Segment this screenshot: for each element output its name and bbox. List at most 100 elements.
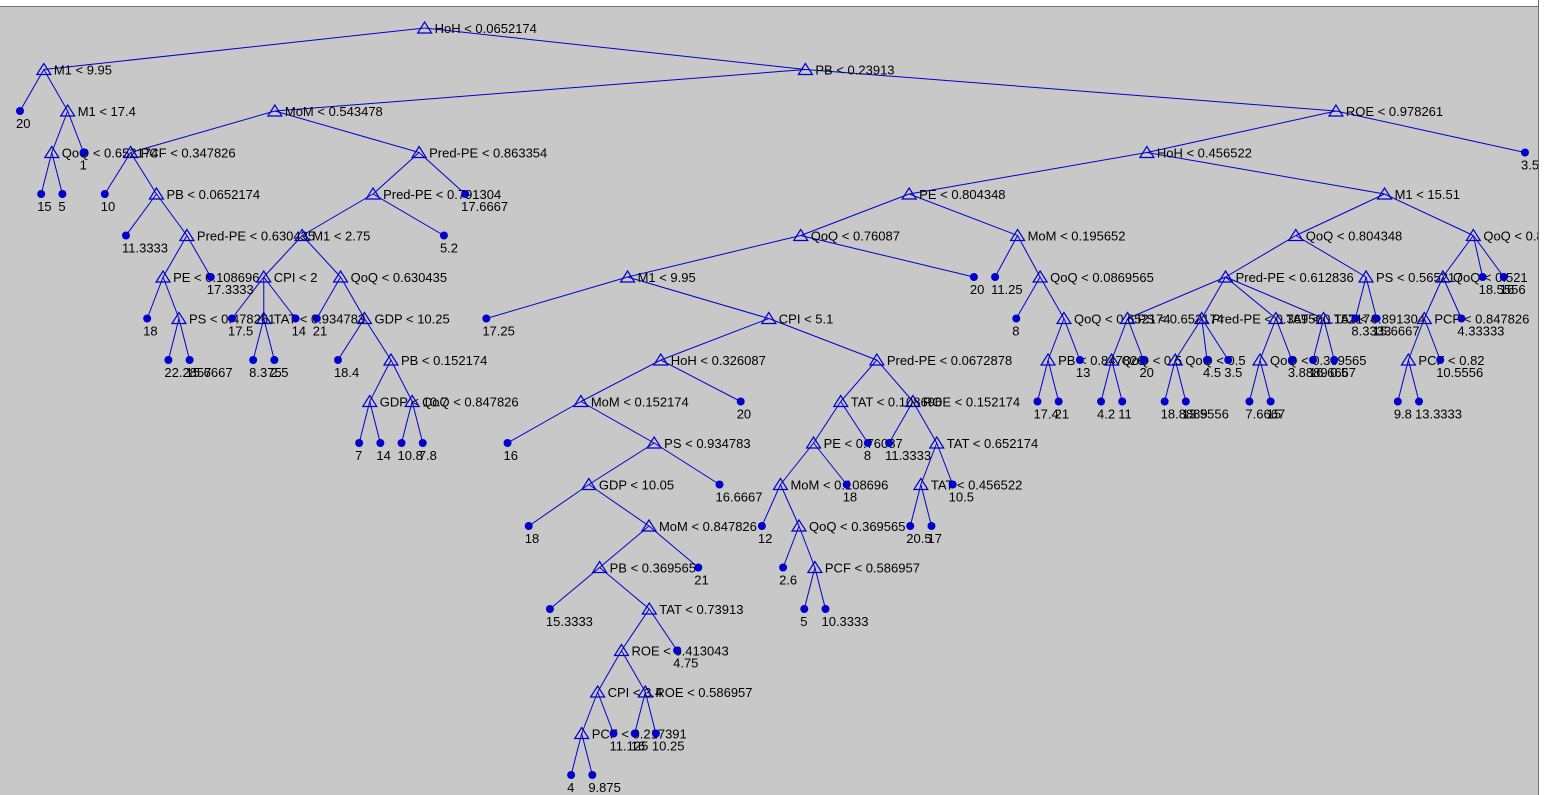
tree-edges (19, 27, 1526, 776)
leaf-value-label: 16 (504, 448, 518, 463)
triangle-split-icon (904, 394, 922, 408)
leaf-value-label: 18.4 (334, 365, 359, 380)
split-rule-label: Pred-PE < 0.36956 (1212, 312, 1323, 327)
dot-leaf-icon (1372, 314, 1381, 323)
tree-edge (920, 442, 938, 485)
dot-leaf-icon (885, 439, 894, 447)
tree-edge (660, 318, 769, 361)
tree-edge (252, 318, 265, 361)
leaf-value-label: 18 (843, 490, 857, 505)
triangle-split-icon (928, 435, 945, 449)
triangle-split-icon (1055, 311, 1073, 325)
split-rule-label: MoM < 0.108696 (790, 478, 888, 493)
triangle-split-icon (832, 394, 849, 408)
tree-edge (1312, 318, 1325, 361)
dot-leaf-icon (588, 771, 597, 779)
tree-edge (813, 401, 842, 444)
leaf-value-label: 8 (1012, 324, 1019, 339)
tree-edge (1174, 359, 1187, 402)
triangle-split-icon (652, 352, 669, 366)
split-rule-label: M1 < 15.51 (1395, 187, 1460, 202)
window-top-border (0, 0, 1545, 7)
triangle-split-icon (59, 103, 76, 117)
tree-edge (805, 69, 1336, 112)
leaf-value-label: 18.5556 (1479, 282, 1526, 297)
leaf-value-label: 3.5 (1521, 158, 1539, 173)
triangle-split-icon (806, 560, 823, 574)
tree-edge (316, 276, 342, 319)
triangle-split-icon (356, 311, 373, 325)
tree-edge (840, 359, 878, 402)
split-rule-label: CPI < 5.1 (779, 312, 834, 327)
triangle-split-icon (901, 186, 918, 200)
tree-edge (814, 567, 826, 610)
split-rule-label: PB < 0.23913 (815, 63, 894, 78)
tree-edge (372, 193, 445, 236)
tree-edge (486, 276, 628, 319)
tree-edge (1354, 276, 1367, 319)
tree-edge (768, 318, 878, 361)
split-rule-label: TAT < 0.652174 (947, 436, 1038, 451)
leaf-value-label: 15.6667 (186, 365, 233, 380)
leaf-value-label: 15 (1267, 407, 1281, 422)
tree-edge (653, 442, 720, 485)
tree-edge (627, 235, 801, 278)
tree-edge (936, 442, 954, 485)
leaf-value-label: 10.3333 (821, 614, 868, 629)
tree-edge (1295, 193, 1385, 236)
tree-edge (125, 193, 157, 236)
split-rule-label: PB < 0.152174 (401, 353, 487, 368)
tree-edge (130, 110, 276, 153)
tree-edge (621, 608, 650, 651)
split-rule-label: CPI < 2 (274, 270, 318, 285)
dot-leaf-icon (1287, 356, 1296, 364)
dot-leaf-icon (1499, 273, 1508, 281)
dot-leaf-icon (482, 314, 491, 323)
dot-leaf-icon (906, 522, 915, 530)
tree-edge (130, 152, 157, 195)
tree-edge (1472, 235, 1484, 278)
tree-edge (162, 235, 188, 278)
split-rule-label: Pred-PE < 0.0672878 (887, 353, 1012, 368)
dot-leaf-icon (545, 605, 554, 613)
leaf-value-label: 18.8889 (1161, 407, 1208, 422)
leaf-value-label: 21 (1055, 407, 1069, 422)
split-rule-label: M1 < 9.95 (54, 63, 112, 78)
dot-leaf-icon (1054, 397, 1063, 406)
tree-edge (358, 401, 371, 444)
dot-leaf-icon (1266, 397, 1275, 406)
tree-edge (1047, 318, 1065, 361)
tree-edge (597, 691, 614, 734)
split-rule-label: HoH < 0.0652174 (435, 21, 537, 36)
tree-edge (908, 193, 1018, 236)
leaf-value-label: 5 (800, 614, 807, 629)
leaf-value-label: 7.6667 (1245, 407, 1285, 422)
triangle-split-icon (294, 228, 311, 242)
tree-edge (424, 27, 806, 70)
tree-edge (597, 650, 622, 693)
split-rule-label: GDP < 10.05 (599, 478, 674, 493)
leaf-value-label: 16.6667 (716, 490, 763, 505)
tree-edge (156, 193, 188, 236)
dot-leaf-icon (227, 314, 236, 323)
triangle-split-icon (1009, 228, 1026, 242)
split-rule-label: QoQ < 0.804348 (1306, 229, 1403, 244)
split-rule-label: TAT < 0.73913 (659, 602, 743, 617)
triangle-split-icon (255, 269, 272, 283)
tree-edge (800, 235, 974, 278)
triangle-split-icon (792, 228, 809, 242)
leaf-value-label: 10.5556 (1436, 365, 1483, 380)
leaf-value-label: 14 (292, 324, 306, 339)
tree-edge (920, 484, 932, 527)
tree-edge (1295, 235, 1367, 278)
leaf-value-label: 4.75 (673, 656, 698, 671)
split-rule-label: CPI < 3.4 (608, 685, 663, 700)
dot-leaf-icon (1224, 356, 1233, 364)
split-rule-label: M1 < 17.4 (78, 104, 136, 119)
leaf-value-label: 18 (143, 324, 157, 339)
triangle-split-icon (1400, 352, 1417, 366)
tree-edge (581, 733, 593, 776)
dot-leaf-icon (630, 729, 639, 738)
tree-edge (1017, 235, 1041, 278)
